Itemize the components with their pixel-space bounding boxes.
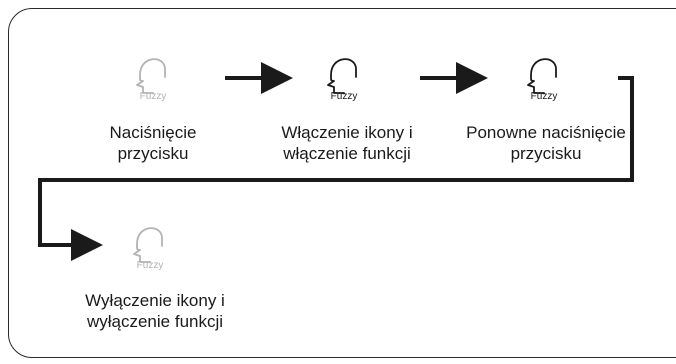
step2-caption: Włączenie ikony i włączenie funkcji — [253, 122, 441, 164]
step3-caption-line1: Ponowne naciśnięcie — [466, 123, 626, 142]
step3-caption: Ponowne naciśnięcie przycisku — [436, 122, 656, 164]
step2-caption-line1: Włączenie ikony i — [281, 123, 413, 142]
fuzzy-label: Fuzzy — [330, 91, 358, 102]
step4-caption-line1: Wyłączenie ikony i — [85, 291, 225, 310]
head-icon — [133, 227, 163, 263]
fuzzy-icon-step3: Fuzzy — [514, 45, 574, 105]
step1-caption: Naciśnięcie przycisku — [83, 122, 223, 164]
step1-caption-line1: Naciśnięcie — [109, 123, 197, 142]
fuzzy-label: Fuzzy — [139, 91, 167, 102]
step4-caption-line2: wyłączenie funkcji — [86, 312, 224, 331]
fuzzy-icon-step1: Fuzzy — [123, 45, 183, 105]
step3-caption-line2: przycisku — [510, 144, 582, 163]
head-icon — [327, 58, 357, 94]
head-icon — [527, 58, 557, 94]
fuzzy-label: Fuzzy — [136, 260, 164, 271]
head-icon — [136, 58, 166, 94]
diagram-frame — [8, 8, 676, 358]
step1-caption-line2: przycisku — [117, 144, 189, 163]
step2-caption-line2: włączenie funkcji — [283, 144, 411, 163]
fuzzy-icon-step2: Fuzzy — [314, 45, 374, 105]
step4-caption: Wyłączenie ikony i wyłączenie funkcji — [55, 290, 255, 332]
fuzzy-label: Fuzzy — [530, 91, 558, 102]
fuzzy-icon-step4: Fuzzy — [120, 214, 180, 274]
